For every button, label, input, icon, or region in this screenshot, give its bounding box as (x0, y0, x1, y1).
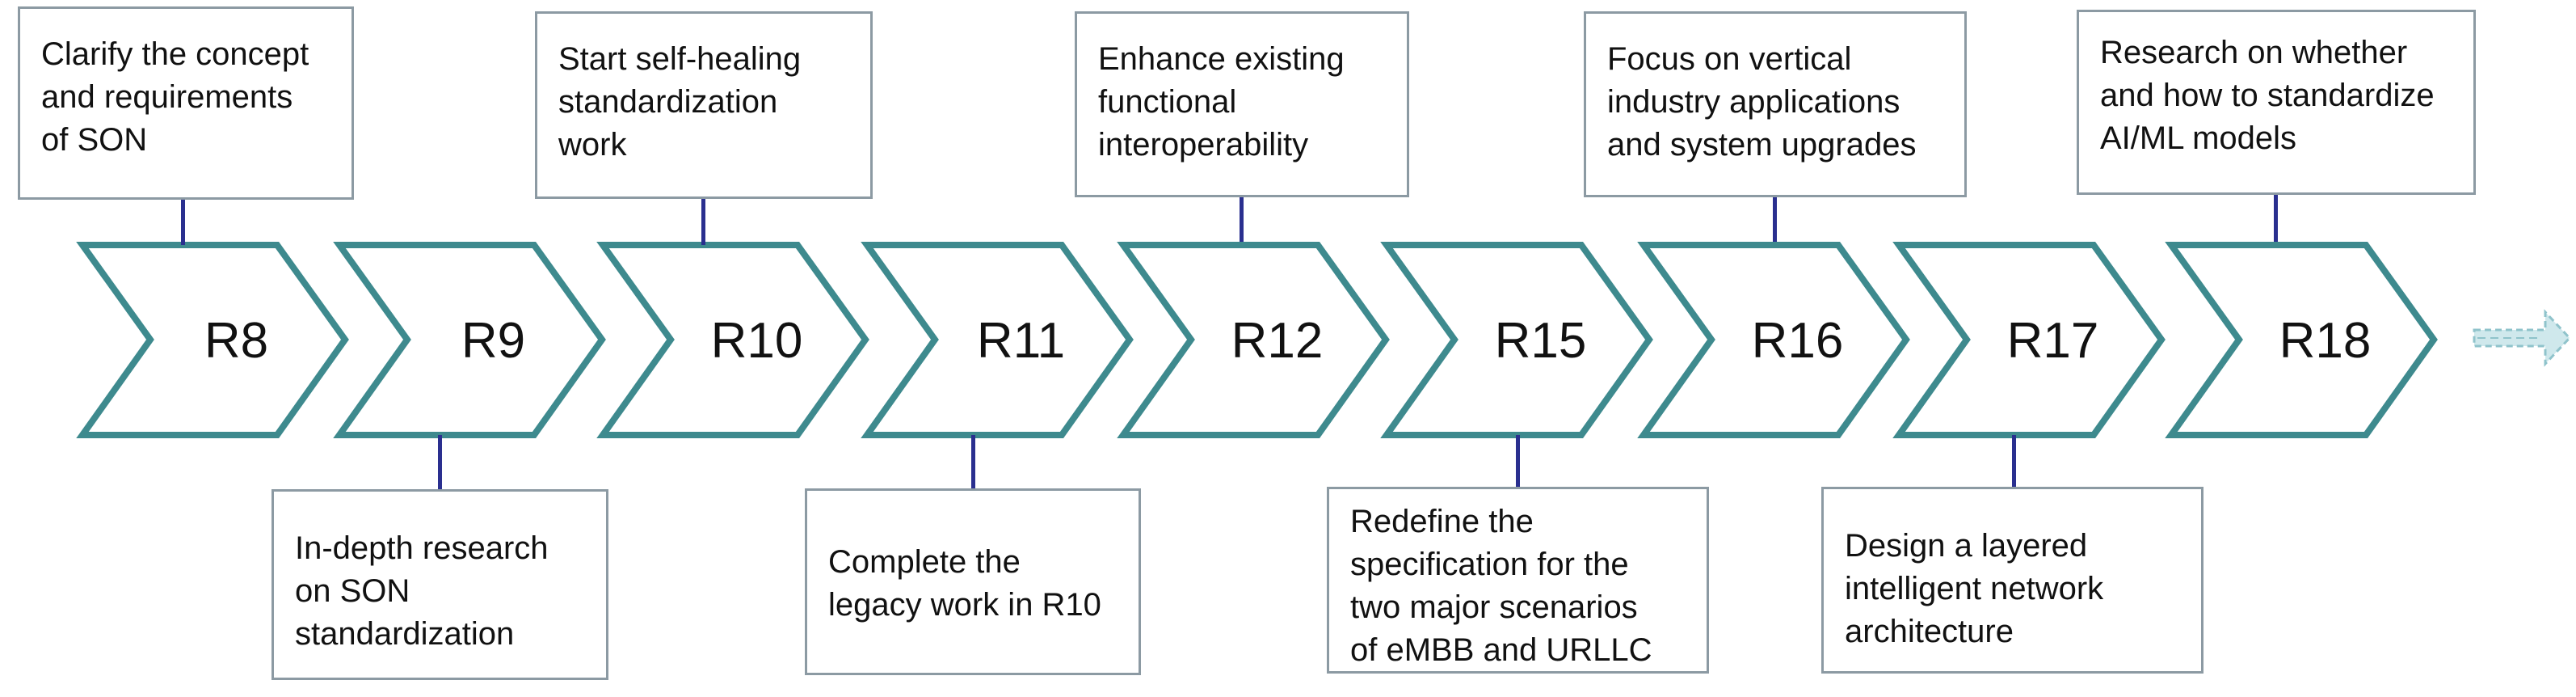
connector-r16 (1773, 197, 1777, 242)
chevron-r17 (1892, 242, 2166, 438)
release-label-r9: R9 (461, 313, 525, 369)
connector-r15 (1516, 435, 1520, 487)
release-note-r10: Start self-healing standardization work (535, 11, 873, 199)
connector-r8 (181, 200, 185, 245)
chevron-r18 (2165, 242, 2438, 438)
release-label-r8: R8 (204, 313, 268, 369)
release-note-r17: Design a layered intelligent network arc… (1821, 487, 2203, 674)
chevron-r10 (596, 242, 869, 438)
release-note-r16: Focus on vertical industry applications … (1584, 11, 1967, 197)
chevron-r16 (1637, 242, 1910, 438)
connector-r10 (701, 199, 705, 245)
chevron-r12 (1117, 242, 1390, 438)
connector-r17 (2012, 435, 2016, 487)
chevron-r11 (861, 242, 1134, 438)
release-note-r11: Complete the legacy work in R10 (805, 488, 1141, 675)
chevron-r8 (76, 242, 349, 438)
release-label-r17: R17 (2007, 313, 2099, 369)
chevron-r9 (333, 242, 606, 438)
connector-r9 (438, 435, 442, 489)
release-label-r15: R15 (1495, 313, 1587, 369)
connector-r18 (2274, 195, 2278, 242)
chevron-r15 (1380, 242, 1653, 438)
release-note-r15: Redefine the specification for the two m… (1327, 487, 1709, 674)
release-note-r12: Enhance existing functional interoperabi… (1075, 11, 1409, 197)
dashed-right-arrow-icon (2473, 309, 2572, 367)
release-label-r16: R16 (1752, 313, 1844, 369)
release-note-r9: In-depth research on SON standardization (271, 489, 608, 680)
connector-r11 (971, 435, 975, 488)
release-label-r10: R10 (711, 313, 803, 369)
release-note-r18: Research on whether and how to standardi… (2077, 10, 2476, 195)
release-label-r11: R11 (977, 313, 1065, 369)
release-label-r12: R12 (1231, 313, 1324, 369)
connector-r12 (1240, 197, 1244, 242)
release-label-r18: R18 (2279, 313, 2372, 369)
release-note-r8: Clarify the concept and requirements of … (18, 6, 354, 200)
